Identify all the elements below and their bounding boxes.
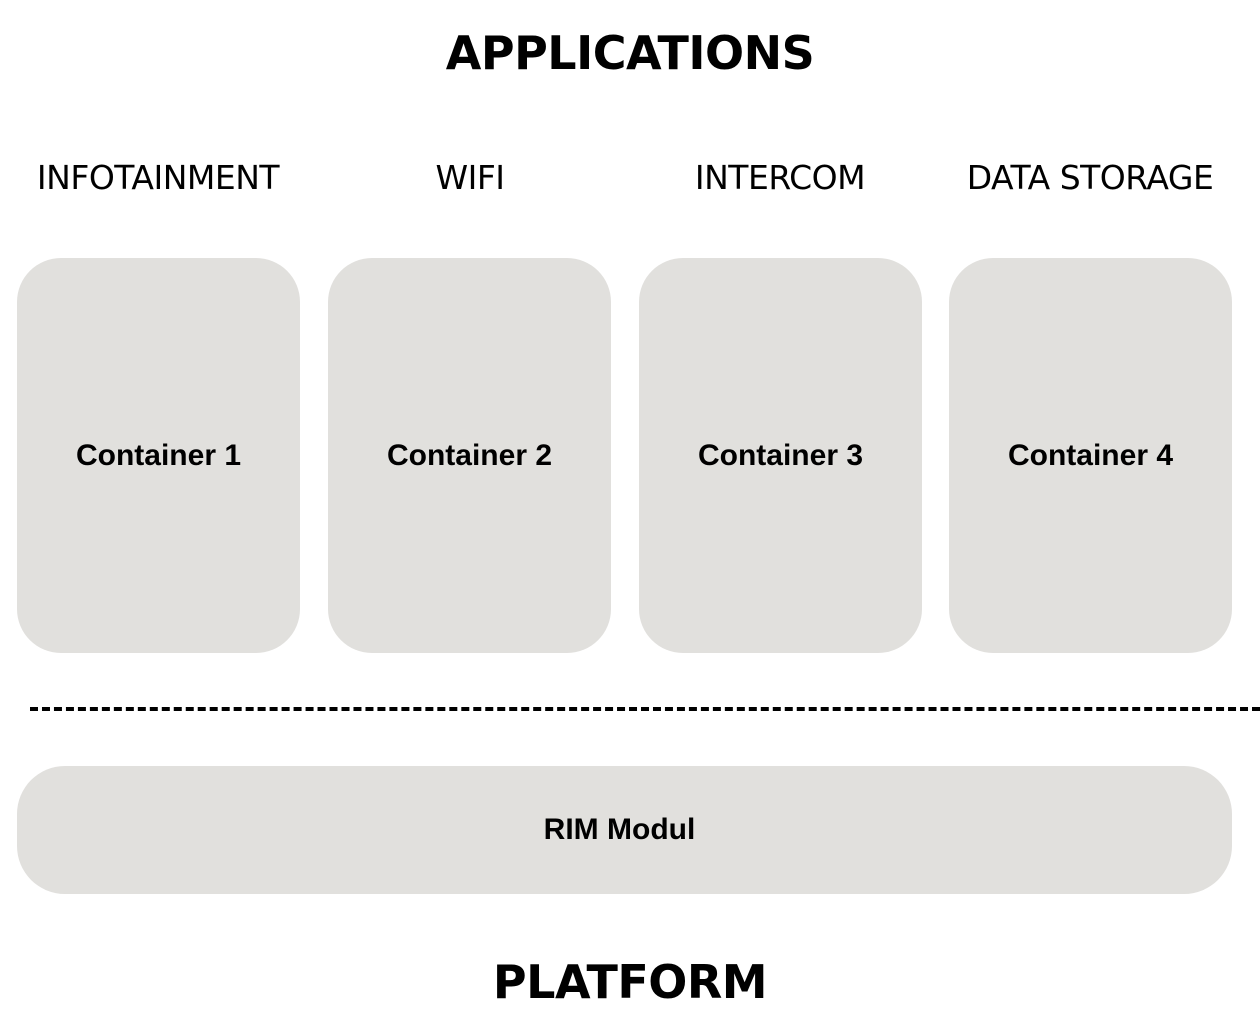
rim-module-label: RIM Modul — [543, 813, 696, 846]
container-box-4: Container 4 — [949, 258, 1232, 653]
container-box-3: Container 3 — [639, 258, 922, 653]
container-label: Container 1 — [75, 438, 242, 472]
container-label: Container 2 — [386, 438, 553, 472]
layer-divider — [30, 707, 1260, 711]
platform-title: PLATFORM — [492, 955, 768, 1009]
container-box-2: Container 2 — [328, 258, 611, 653]
rim-module-box: RIM Modul — [17, 766, 1232, 894]
container-box-1: Container 1 — [17, 258, 300, 653]
app-label-data-storage: DATA STORAGE — [966, 158, 1214, 197]
applications-title: APPLICATIONS — [445, 26, 815, 80]
container-label: Container 3 — [697, 438, 864, 472]
container-label: Container 4 — [1007, 438, 1174, 472]
app-label-infotainment: INFOTAINMENT — [36, 158, 280, 197]
app-label-wifi: WIFI — [435, 158, 505, 197]
app-label-intercom: INTERCOM — [694, 158, 866, 197]
